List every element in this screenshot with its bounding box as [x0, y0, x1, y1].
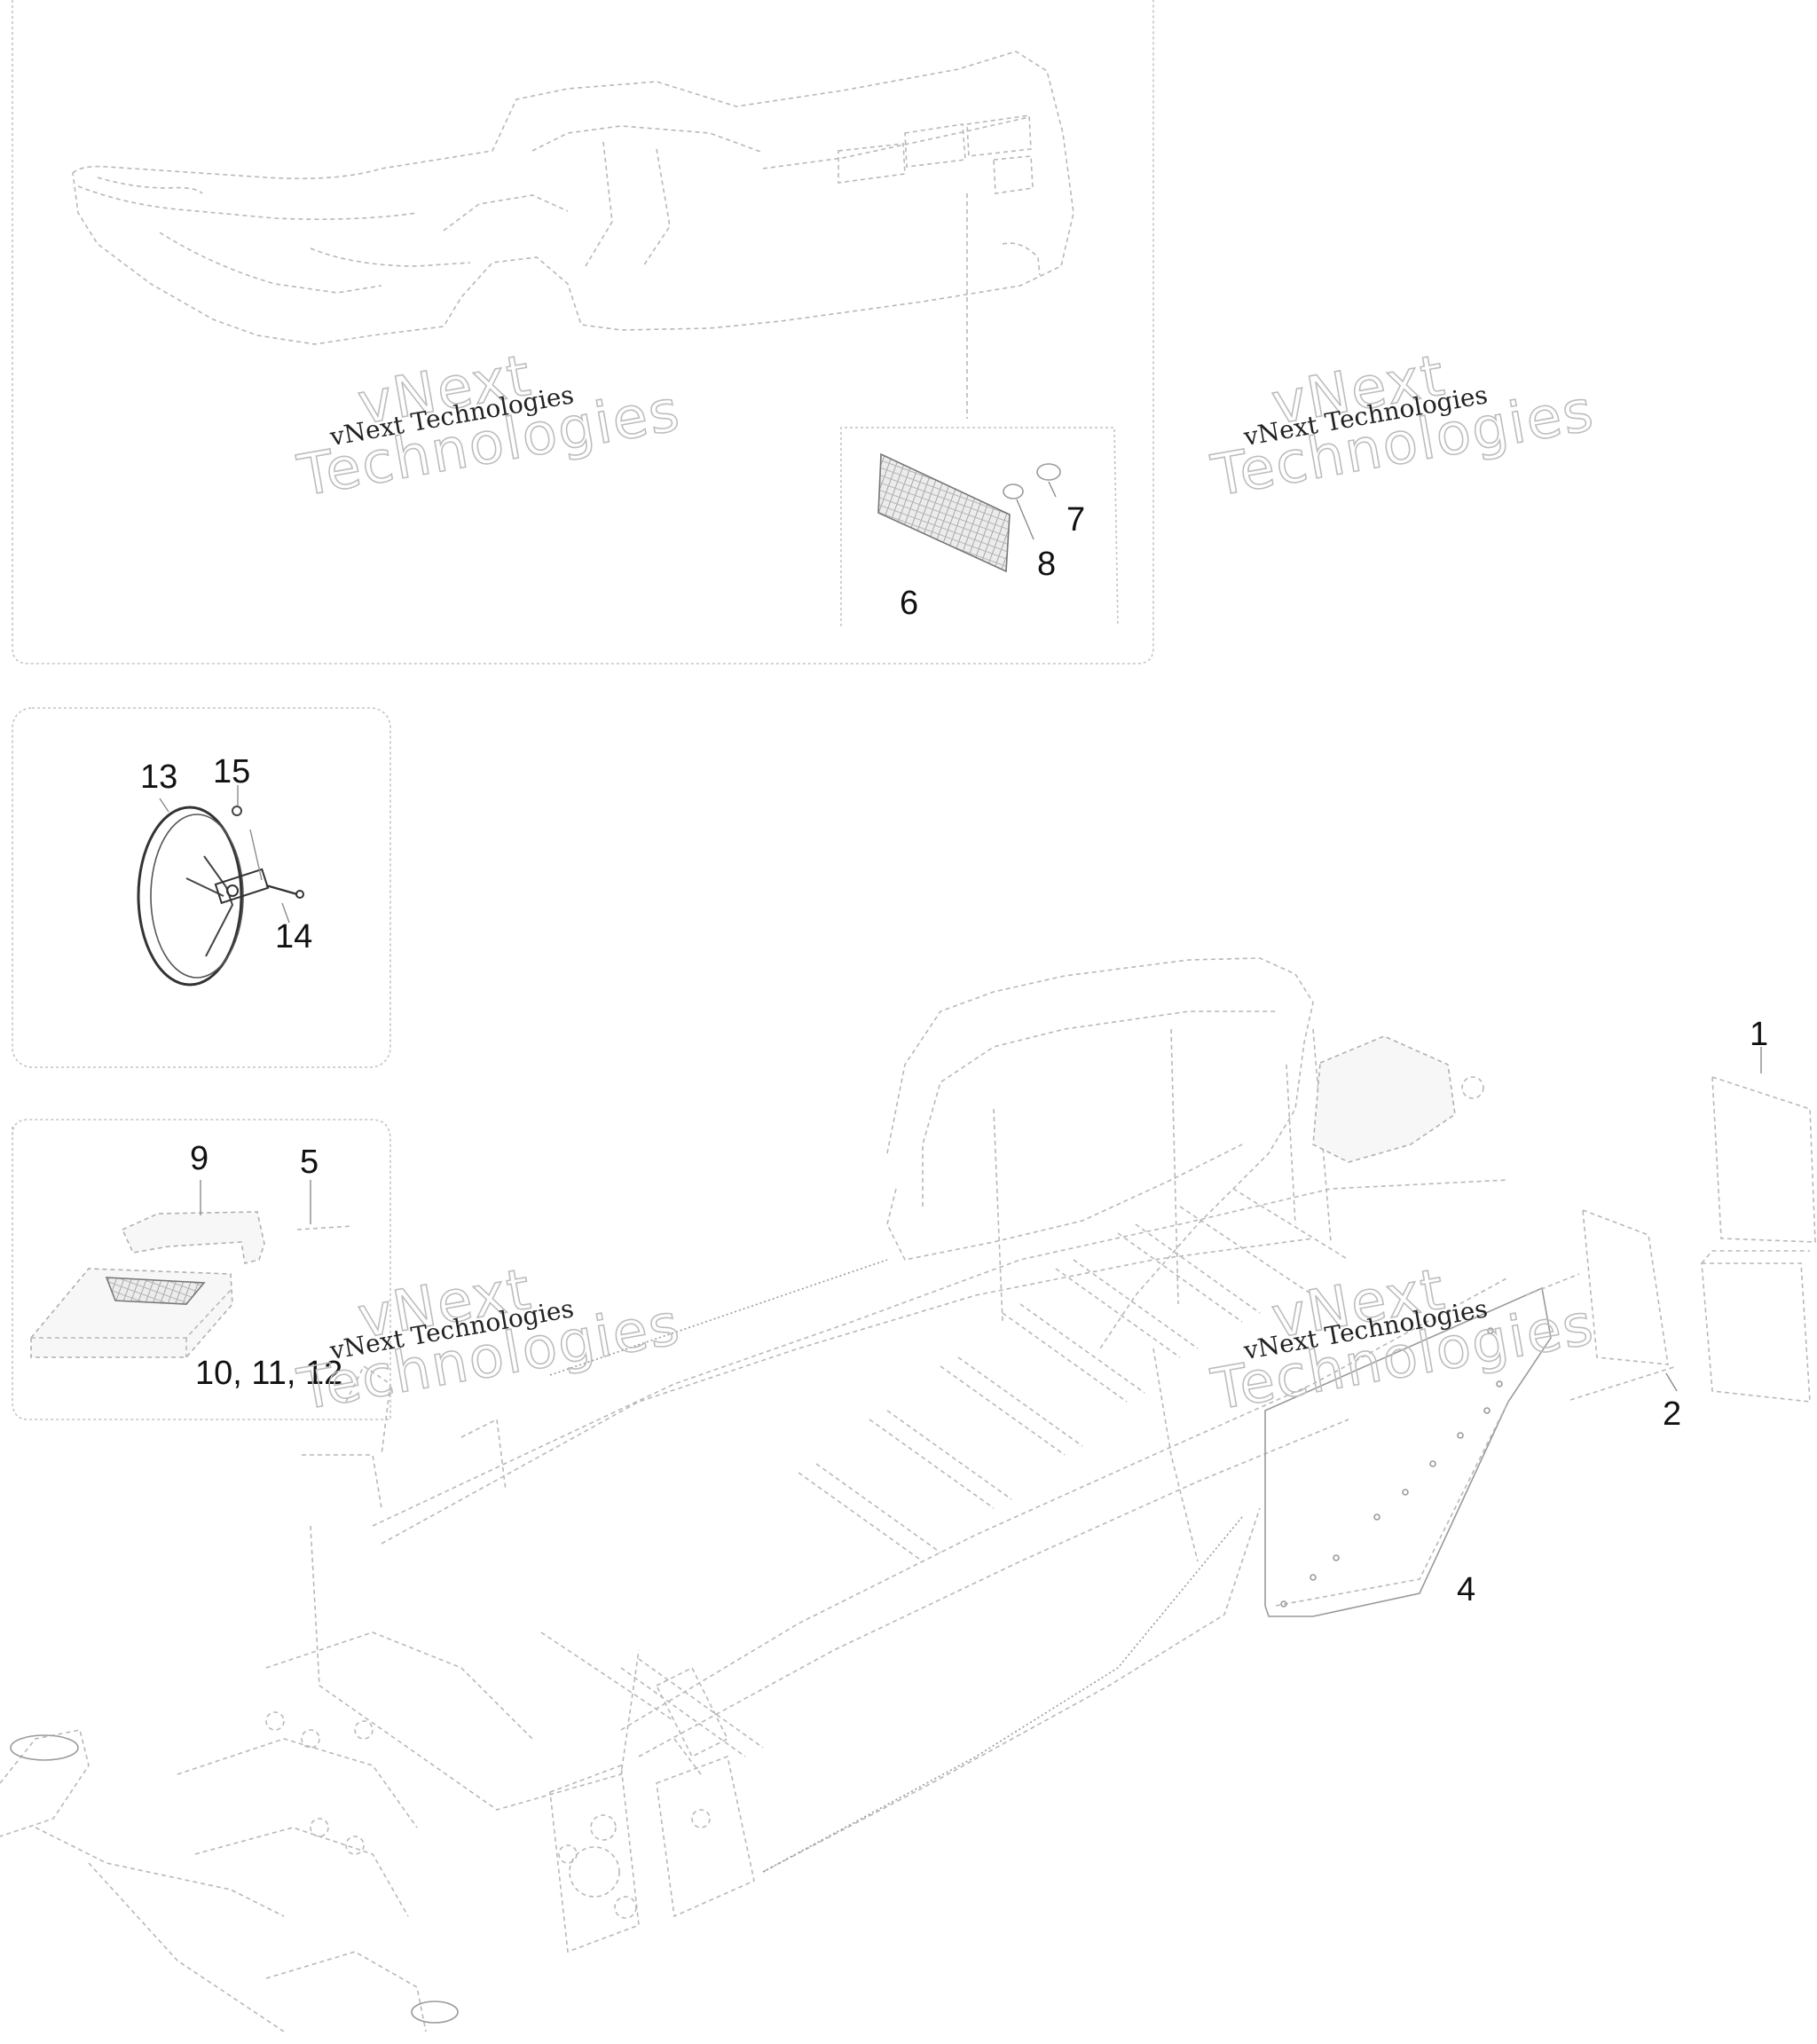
steering-panel: 13 15 14 — [12, 707, 391, 1068]
hood-outline — [72, 51, 1074, 345]
mud-flaps — [1525, 1047, 1816, 1403]
nut-7 — [1036, 463, 1061, 481]
skid-plate-holes — [1280, 1327, 1503, 1608]
chassis-frame — [0, 957, 1509, 2032]
watermark-bottom-right: vNext Technologies vNext Technologies — [1206, 1256, 1600, 1425]
bracket-9 — [121, 1211, 265, 1264]
callout-9: 9 — [190, 1140, 208, 1177]
callout-8: 8 — [1037, 546, 1056, 583]
nut-15 — [232, 806, 242, 816]
seat-panel-border — [12, 1119, 391, 1420]
callout-1: 1 — [1750, 1016, 1768, 1053]
reflector-6 — [877, 452, 1011, 573]
skid-plate-4 — [1264, 1286, 1552, 1617]
top-panel: 7 8 6 — [12, 0, 1154, 664]
mud-flap-1 — [1711, 1075, 1816, 1243]
pin-5 — [296, 1225, 354, 1230]
deck-slots — [540, 1188, 1349, 1757]
top-panel-border — [12, 0, 1154, 664]
steering-panel-border — [12, 707, 391, 1068]
washer-8 — [1003, 483, 1024, 499]
reflector-inset-border — [840, 427, 1119, 627]
callout-2: 2 — [1663, 1395, 1681, 1433]
watermark-top-left: vNext Technologies vNext Technologies — [292, 342, 686, 511]
steering-wheel-13 — [137, 806, 243, 987]
mud-flap-2 — [1582, 1208, 1669, 1365]
callout-5: 5 — [300, 1144, 319, 1181]
callout-14: 14 — [275, 918, 312, 955]
callout-15: 15 — [213, 753, 250, 790]
callout-7: 7 — [1066, 501, 1085, 539]
watermark-top-right: vNext Technologies vNext Technologies — [1206, 342, 1600, 511]
seat-panel: 9 5 10, 11, 12 — [12, 1119, 391, 1420]
callout-4: 4 — [1457, 1571, 1475, 1608]
callout-10-11-12: 10, 11, 12 — [195, 1355, 342, 1392]
watermark-bottom-left: vNext Technologies vNext Technologies — [292, 1256, 686, 1425]
callout-13: 13 — [140, 759, 177, 796]
callout-6: 6 — [900, 585, 918, 622]
